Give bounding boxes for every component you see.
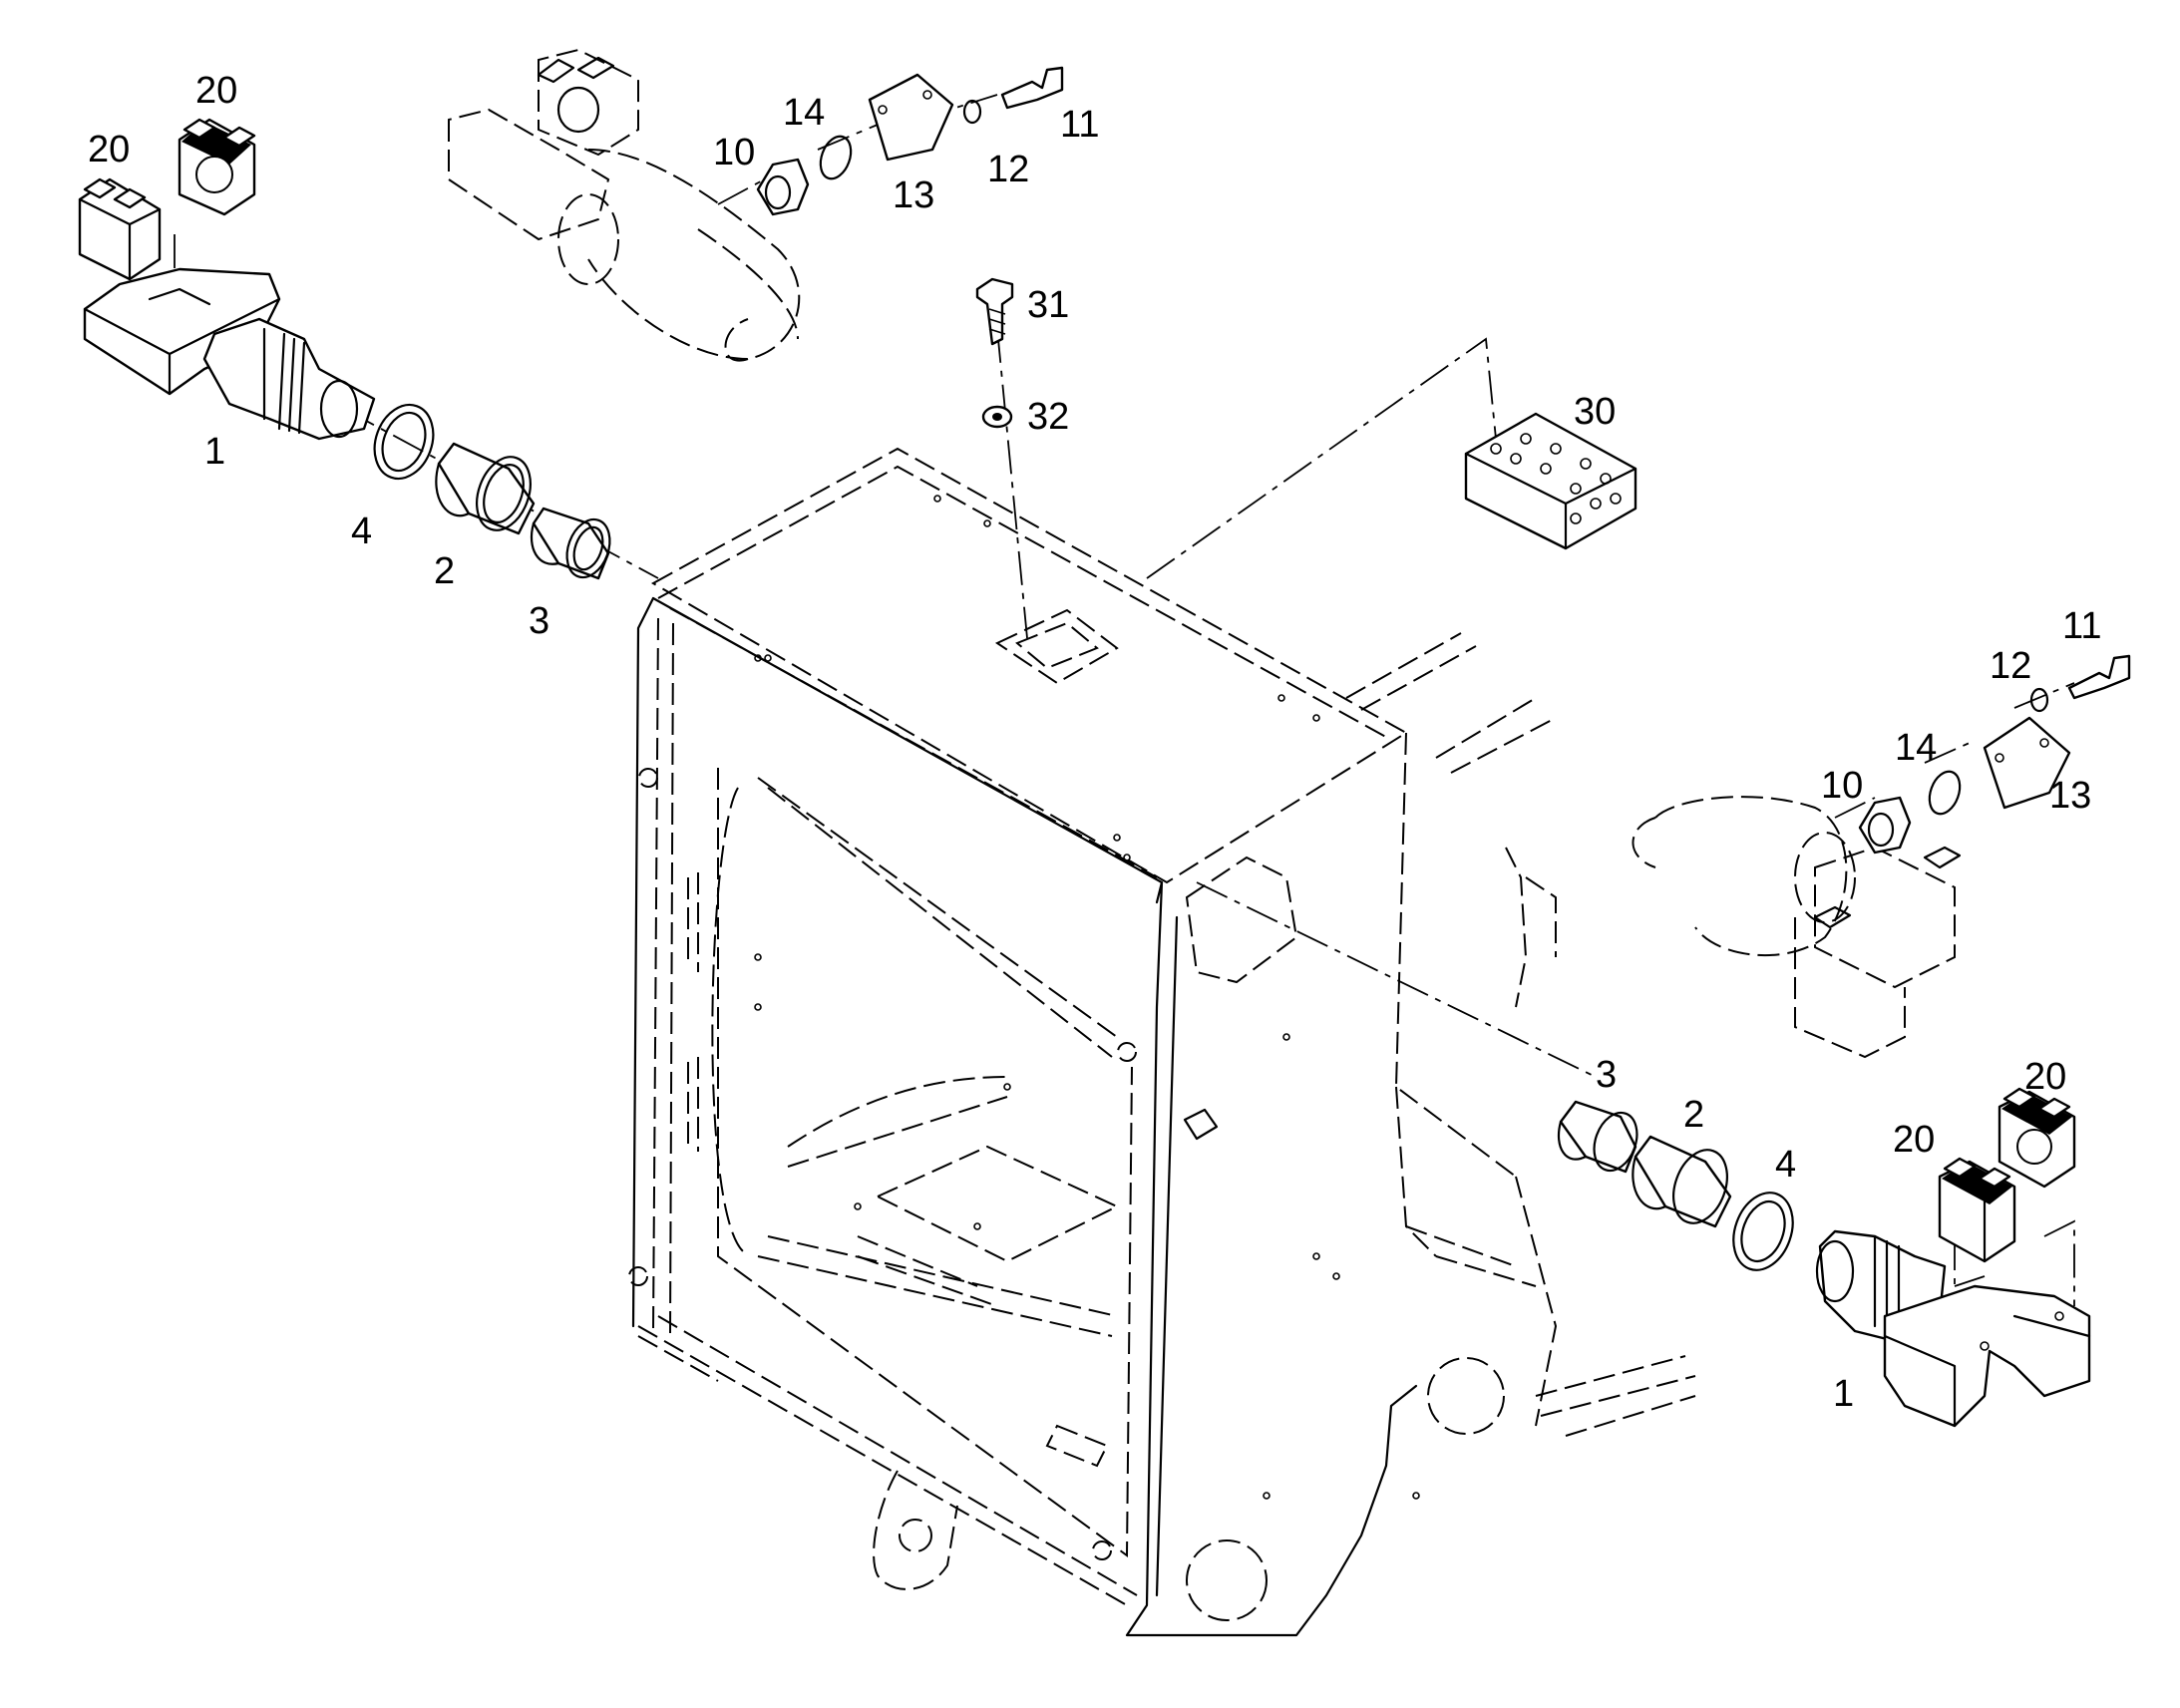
callout-1: 1	[204, 431, 225, 473]
callout-11: 11	[1060, 104, 1099, 146]
callout-30: 30	[1574, 391, 1616, 433]
callout-3: 3	[1596, 1054, 1617, 1096]
callout-13: 13	[893, 174, 934, 216]
callout-3: 3	[529, 600, 549, 642]
callout-31: 31	[1027, 284, 1069, 326]
top-fasteners	[975, 277, 1014, 429]
callout-12: 12	[1990, 645, 2031, 687]
callout-4: 4	[1775, 1144, 1796, 1186]
callout-20: 20	[2024, 1056, 2066, 1098]
callout-20: 20	[195, 70, 237, 112]
callout-2: 2	[1683, 1094, 1704, 1136]
callout-13: 13	[2049, 775, 2091, 817]
right-axle-assembly	[1557, 1087, 2091, 1428]
center-lines	[174, 94, 2075, 1307]
callout-20: 20	[1893, 1119, 1935, 1161]
main-frame	[628, 447, 1696, 1637]
callout-11: 11	[2062, 605, 2101, 647]
callout-10: 10	[713, 132, 755, 173]
callouts: 20 20 1 4 2 3 10 14 13 12 11 31 32 30 11…	[88, 70, 2101, 1415]
callout-12: 12	[987, 149, 1029, 190]
callout-1: 1	[1833, 1373, 1854, 1415]
valve-block	[1464, 412, 1637, 550]
callout-14: 14	[1895, 727, 1937, 769]
callout-2: 2	[434, 550, 455, 592]
top-ghost-assembly	[448, 48, 1064, 362]
callout-20: 20	[88, 129, 130, 171]
callout-32: 32	[1027, 396, 1069, 438]
callout-10: 10	[1821, 765, 1863, 807]
callout-14: 14	[783, 92, 825, 134]
right-ghost-assembly	[1632, 654, 2131, 1059]
left-axle-assembly	[78, 118, 611, 580]
callout-4: 4	[351, 511, 372, 552]
